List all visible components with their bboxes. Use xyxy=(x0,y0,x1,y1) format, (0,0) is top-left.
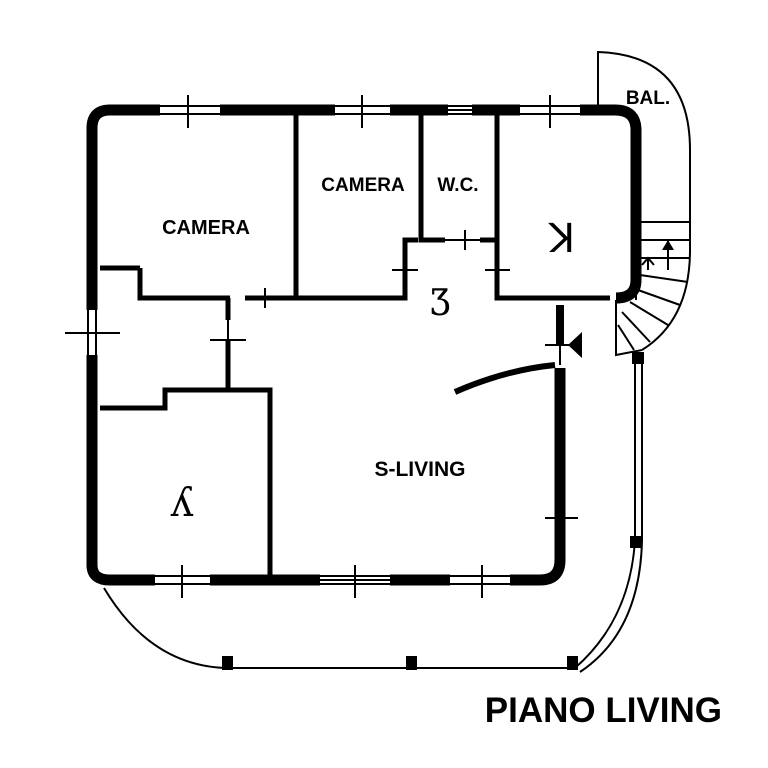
balcony xyxy=(597,50,691,357)
entrance-door xyxy=(453,332,582,395)
windows xyxy=(65,95,580,598)
bath-symbol: ʎ xyxy=(170,480,194,526)
terrace-posts xyxy=(222,352,644,670)
door-marks xyxy=(210,230,578,519)
room-label-living: S-LIVING xyxy=(374,458,465,481)
room-label-wc: W.C. xyxy=(437,175,478,196)
room-label-camera-1: CAMERA xyxy=(162,217,250,239)
hall-symbol: Ʒ xyxy=(430,283,450,324)
room-label-camera-2: CAMERA xyxy=(321,175,405,196)
stair-arrow-icon xyxy=(662,240,674,250)
outer-walls xyxy=(86,104,642,586)
plan-title: PIANO LIVING xyxy=(485,691,722,730)
kitchen-symbol: ꓘ xyxy=(548,216,575,262)
room-label-balcony: BAL. xyxy=(626,88,670,109)
interior-walls xyxy=(100,113,610,575)
